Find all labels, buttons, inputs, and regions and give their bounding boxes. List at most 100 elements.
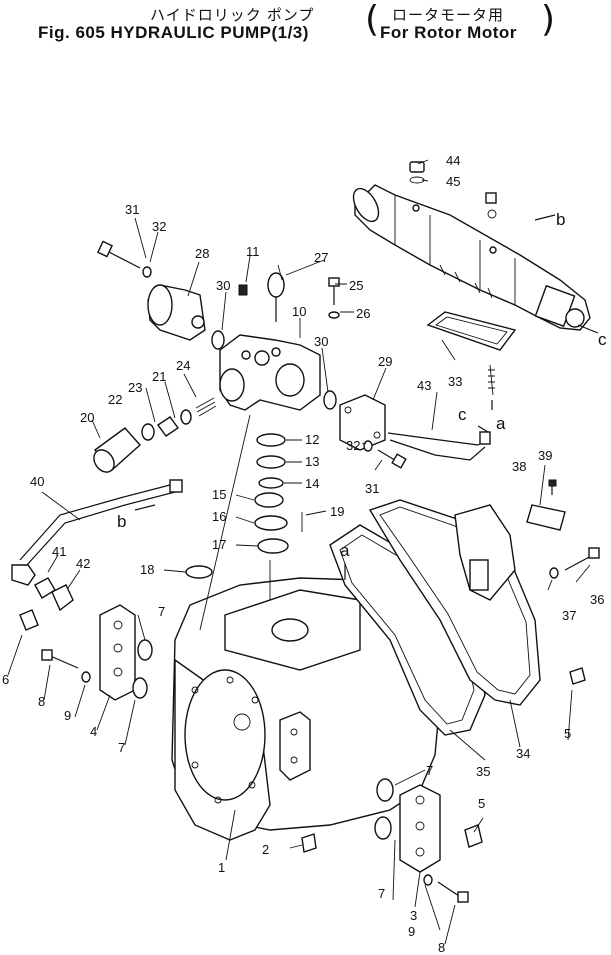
pump-housing-1	[171, 577, 441, 841]
callout-8-left: 8	[38, 694, 45, 709]
callout-15: 15	[212, 487, 226, 502]
oring-7-lower-left	[132, 677, 148, 699]
plate-4	[99, 604, 136, 701]
subtitle-paren-close: )	[541, 0, 556, 40]
nipple-23	[157, 416, 179, 437]
callout-4: 4	[90, 724, 97, 739]
gasket-33	[426, 311, 517, 351]
oring-18	[185, 565, 213, 579]
oring-7-upper-left	[137, 639, 153, 661]
ref-label-b-left: b	[117, 512, 126, 531]
subtitle-japanese: ロータモータ用	[392, 7, 505, 24]
tube-43	[387, 432, 488, 446]
callout-5-lower: 5	[478, 796, 485, 811]
callout-31-top: 31	[125, 202, 139, 217]
plate-17	[257, 538, 289, 554]
cover-29	[339, 394, 386, 451]
callout-13: 13	[305, 454, 319, 469]
callout-28: 28	[195, 246, 209, 261]
callout-1: 1	[218, 860, 225, 875]
fitting-41	[34, 577, 56, 599]
subtitle-english: For Rotor Motor	[380, 23, 517, 42]
nameplate-38	[526, 504, 566, 531]
oring-16	[254, 515, 288, 531]
washer-32-mid	[363, 440, 373, 452]
callout-12: 12	[305, 432, 319, 447]
oring-12	[256, 433, 286, 447]
callout-9-right: 9	[408, 924, 415, 939]
ref-label-a-lower: a	[340, 541, 350, 560]
ref-label-b-top: b	[556, 210, 565, 229]
subtitle-paren-open: (	[365, 0, 380, 40]
oring-30-right	[323, 390, 337, 410]
callout-7-lower-left: 7	[118, 740, 125, 755]
title-japanese: ハイドロリック ポンプ	[150, 7, 315, 24]
washer-32-top	[142, 266, 152, 278]
ref-label-c-top: c	[598, 330, 607, 349]
tube-40	[19, 484, 171, 561]
callout-23: 23	[128, 380, 142, 395]
callout-16: 16	[212, 509, 226, 524]
washer-9-left	[81, 671, 91, 683]
oring-7-lower-right	[374, 816, 392, 840]
bolt-25	[328, 277, 340, 305]
callout-42: 42	[76, 556, 90, 571]
callout-7-lower-right: 7	[378, 886, 385, 901]
callout-43: 43	[417, 378, 431, 393]
callout-11: 11	[246, 244, 260, 259]
callout-31-mid: 31	[365, 481, 379, 496]
callout-21: 21	[152, 369, 166, 384]
fitting-42	[51, 584, 74, 612]
callout-27: 27	[314, 250, 328, 265]
callout-30-left: 30	[216, 278, 230, 293]
callout-17: 17	[212, 537, 226, 552]
callout-25: 25	[349, 278, 363, 293]
callout-20: 20	[80, 410, 94, 425]
washer-9-right	[423, 874, 433, 886]
callout-6: 6	[2, 672, 9, 687]
callout-2: 2	[262, 842, 269, 857]
tube-40-fitting	[169, 479, 183, 493]
bolt-31-top	[97, 240, 141, 269]
rivet-39	[548, 479, 557, 495]
callout-34: 34	[516, 746, 530, 761]
spring-24	[195, 397, 217, 417]
callout-41: 41	[52, 544, 66, 559]
callout-9-left: 9	[64, 708, 71, 723]
oring-21	[180, 409, 192, 425]
callout-32-mid: 32	[346, 438, 360, 453]
washer-37	[549, 567, 559, 579]
ref-label-c-mid: c	[458, 405, 467, 424]
callout-45: 45	[446, 174, 460, 189]
oring-22	[141, 423, 155, 441]
tube-43-fitting	[479, 431, 491, 445]
ref-arrow-c-mid	[477, 425, 489, 433]
callout-37: 37	[562, 608, 576, 623]
plug-5-lower	[464, 824, 483, 848]
bolt-31-mid	[377, 449, 407, 469]
seal-15	[254, 492, 284, 508]
bolt-8-left	[41, 649, 79, 669]
callout-39: 39	[538, 448, 552, 463]
callout-32-top: 32	[152, 219, 166, 234]
eye-bolt-27	[267, 272, 285, 322]
callout-33: 33	[448, 374, 462, 389]
title-english: Fig. 605 HYDRAULIC PUMP(1/3)	[38, 23, 309, 42]
callout-35: 35	[476, 764, 490, 779]
drain-plug-2	[301, 833, 317, 853]
callout-36: 36	[590, 592, 604, 607]
callout-22: 22	[108, 392, 122, 407]
callout-10: 10	[292, 304, 306, 319]
connector-20	[93, 427, 141, 473]
callout-14: 14	[305, 476, 319, 491]
callout-40: 40	[30, 474, 44, 489]
oring-14	[258, 477, 284, 489]
ref-label-a-top: a	[496, 414, 506, 433]
valve-body-10	[219, 334, 321, 411]
callout-30-right: 30	[314, 334, 328, 349]
callout-29: 29	[378, 354, 392, 369]
plug-11	[238, 284, 248, 296]
rotor-motor-pipe-assembly	[352, 161, 591, 331]
